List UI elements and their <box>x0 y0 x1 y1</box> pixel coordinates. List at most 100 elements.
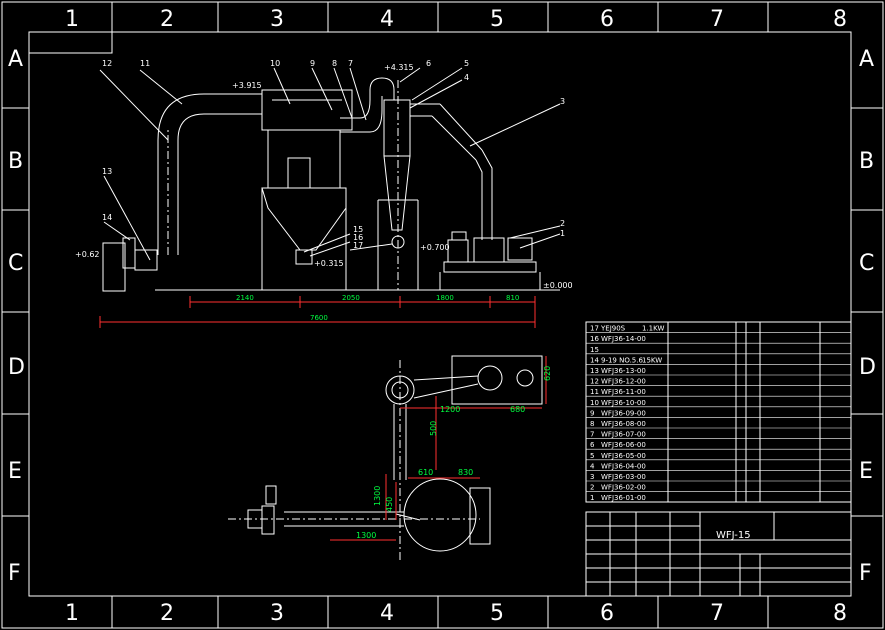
callout: 9 <box>310 59 315 68</box>
elevation-mark: +0.315 <box>314 259 344 268</box>
bag-filter-top <box>261 89 353 131</box>
col-label: 3 <box>270 7 284 32</box>
dim-label: 610 <box>418 468 433 477</box>
parts-row-code: YEJ90S <box>600 325 626 333</box>
callout: 15 <box>353 225 363 234</box>
cyclone-top <box>383 99 411 157</box>
callout: 4 <box>464 73 469 82</box>
callout: 14 <box>102 213 112 222</box>
elevation-mark: +0.62 <box>75 250 100 259</box>
parts-row-code: WFJ36-10-00 <box>601 399 646 407</box>
row-label: E <box>859 459 873 484</box>
plan-view <box>228 355 543 560</box>
row-label: C <box>859 251 874 276</box>
parts-row-no: 11 <box>590 388 599 396</box>
col-label: 7 <box>710 601 724 626</box>
col-label: 1 <box>65 7 79 32</box>
row-labels-right: A B C D E F <box>859 47 876 586</box>
drawing-title: WFJ-15 <box>716 530 751 541</box>
dim-label: 830 <box>458 468 473 477</box>
callout: 13 <box>102 167 112 176</box>
parts-row-code: WFJ36-01-00 <box>601 494 646 502</box>
parts-row-code: WFJ36-14-00 <box>601 335 646 343</box>
corner-stamp <box>28 31 113 54</box>
elevation-mark: +4.315 <box>384 63 414 72</box>
col-label: 7 <box>710 7 724 32</box>
row-label: D <box>859 355 876 380</box>
parts-row-code: WFJ36-09-00 <box>601 409 646 417</box>
callout: 10 <box>270 59 280 68</box>
callout: 16 <box>353 233 363 242</box>
dim-label: 680 <box>510 405 525 414</box>
col-label: 8 <box>833 7 847 32</box>
col-label: 3 <box>270 601 284 626</box>
col-label: 4 <box>380 601 394 626</box>
parts-row-no: 17 <box>590 325 599 333</box>
plan-dims <box>330 356 547 541</box>
elevation-dim-labels: 2140 2050 1800 810 7600 <box>236 294 519 322</box>
elevation-view <box>102 77 560 292</box>
dim-label: 620 <box>543 366 552 381</box>
callout: 11 <box>140 59 150 68</box>
callout: 1 <box>560 229 565 238</box>
row-label: D <box>8 355 25 380</box>
col-label: 2 <box>160 7 174 32</box>
parts-row-code: WFJ36-07-00 <box>601 431 646 439</box>
parts-row-code: WFJ36-04-00 <box>601 462 646 470</box>
row-label: B <box>859 149 874 174</box>
dim-label: 1200 <box>440 405 460 414</box>
callout: 17 <box>353 241 363 250</box>
column-labels-top: 1 2 3 4 5 6 7 8 <box>65 7 847 32</box>
dim-label: 2140 <box>236 294 254 302</box>
parts-row-code: WFJ36-12-00 <box>601 378 646 386</box>
parts-row-no: 8 <box>590 420 594 428</box>
parts-row-no: 3 <box>590 473 594 481</box>
callout: 8 <box>332 59 337 68</box>
callout: 12 <box>102 59 112 68</box>
row-labels-left: A B C D E F <box>8 47 25 586</box>
parts-row-no: 15 <box>590 346 599 354</box>
parts-row-no: 16 <box>590 335 599 343</box>
parts-row-spec: 1.1KW <box>642 325 664 333</box>
parts-row-code: WFJ36-06-00 <box>601 441 646 449</box>
plan-mill-base <box>451 355 543 405</box>
dim-label: 1800 <box>436 294 454 302</box>
parts-row-no: 7 <box>590 431 594 439</box>
callout: 7 <box>348 59 353 68</box>
col-label: 6 <box>600 7 614 32</box>
parts-row-no: 4 <box>590 462 595 470</box>
parts-row-no: 1 <box>590 494 594 502</box>
dim-label: 2050 <box>342 294 360 302</box>
elevation-mark: +0.700 <box>420 243 450 252</box>
col-label: 8 <box>833 601 847 626</box>
parts-row-no: 6 <box>590 441 595 449</box>
parts-row-no: 10 <box>590 399 599 407</box>
parts-row-code: WFJ36-13-00 <box>601 367 646 375</box>
elevation-marks: +3.915 +4.315 +0.62 +0.315 +0.700 ±0.000 <box>75 63 573 290</box>
parts-row-code: WFJ36-02-00 <box>601 484 646 492</box>
mill-unit <box>473 237 505 263</box>
title-block <box>585 511 852 597</box>
callout: 6 <box>426 59 431 68</box>
callout-leaders <box>99 67 561 261</box>
elevation-mark: ±0.000 <box>543 281 573 290</box>
parts-row-no: 5 <box>590 452 594 460</box>
row-label: E <box>8 459 22 484</box>
plan-dim-labels: 1200 680 620 500 610 830 1300 450 1300 <box>356 366 552 540</box>
elevation-dims <box>99 296 536 328</box>
col-label: 5 <box>490 7 504 32</box>
inner-frame <box>28 31 852 597</box>
parts-row-spec: 15KW <box>642 356 662 364</box>
plan-bag-filter <box>403 478 477 552</box>
row-label: A <box>8 47 23 72</box>
dim-label: 810 <box>506 294 519 302</box>
callout: 5 <box>464 59 469 68</box>
col-label: 5 <box>490 601 504 626</box>
dim-label: 1300 <box>373 486 382 506</box>
parts-row-code: WFJ36-05-00 <box>601 452 646 460</box>
parts-row-no: 2 <box>590 484 594 492</box>
